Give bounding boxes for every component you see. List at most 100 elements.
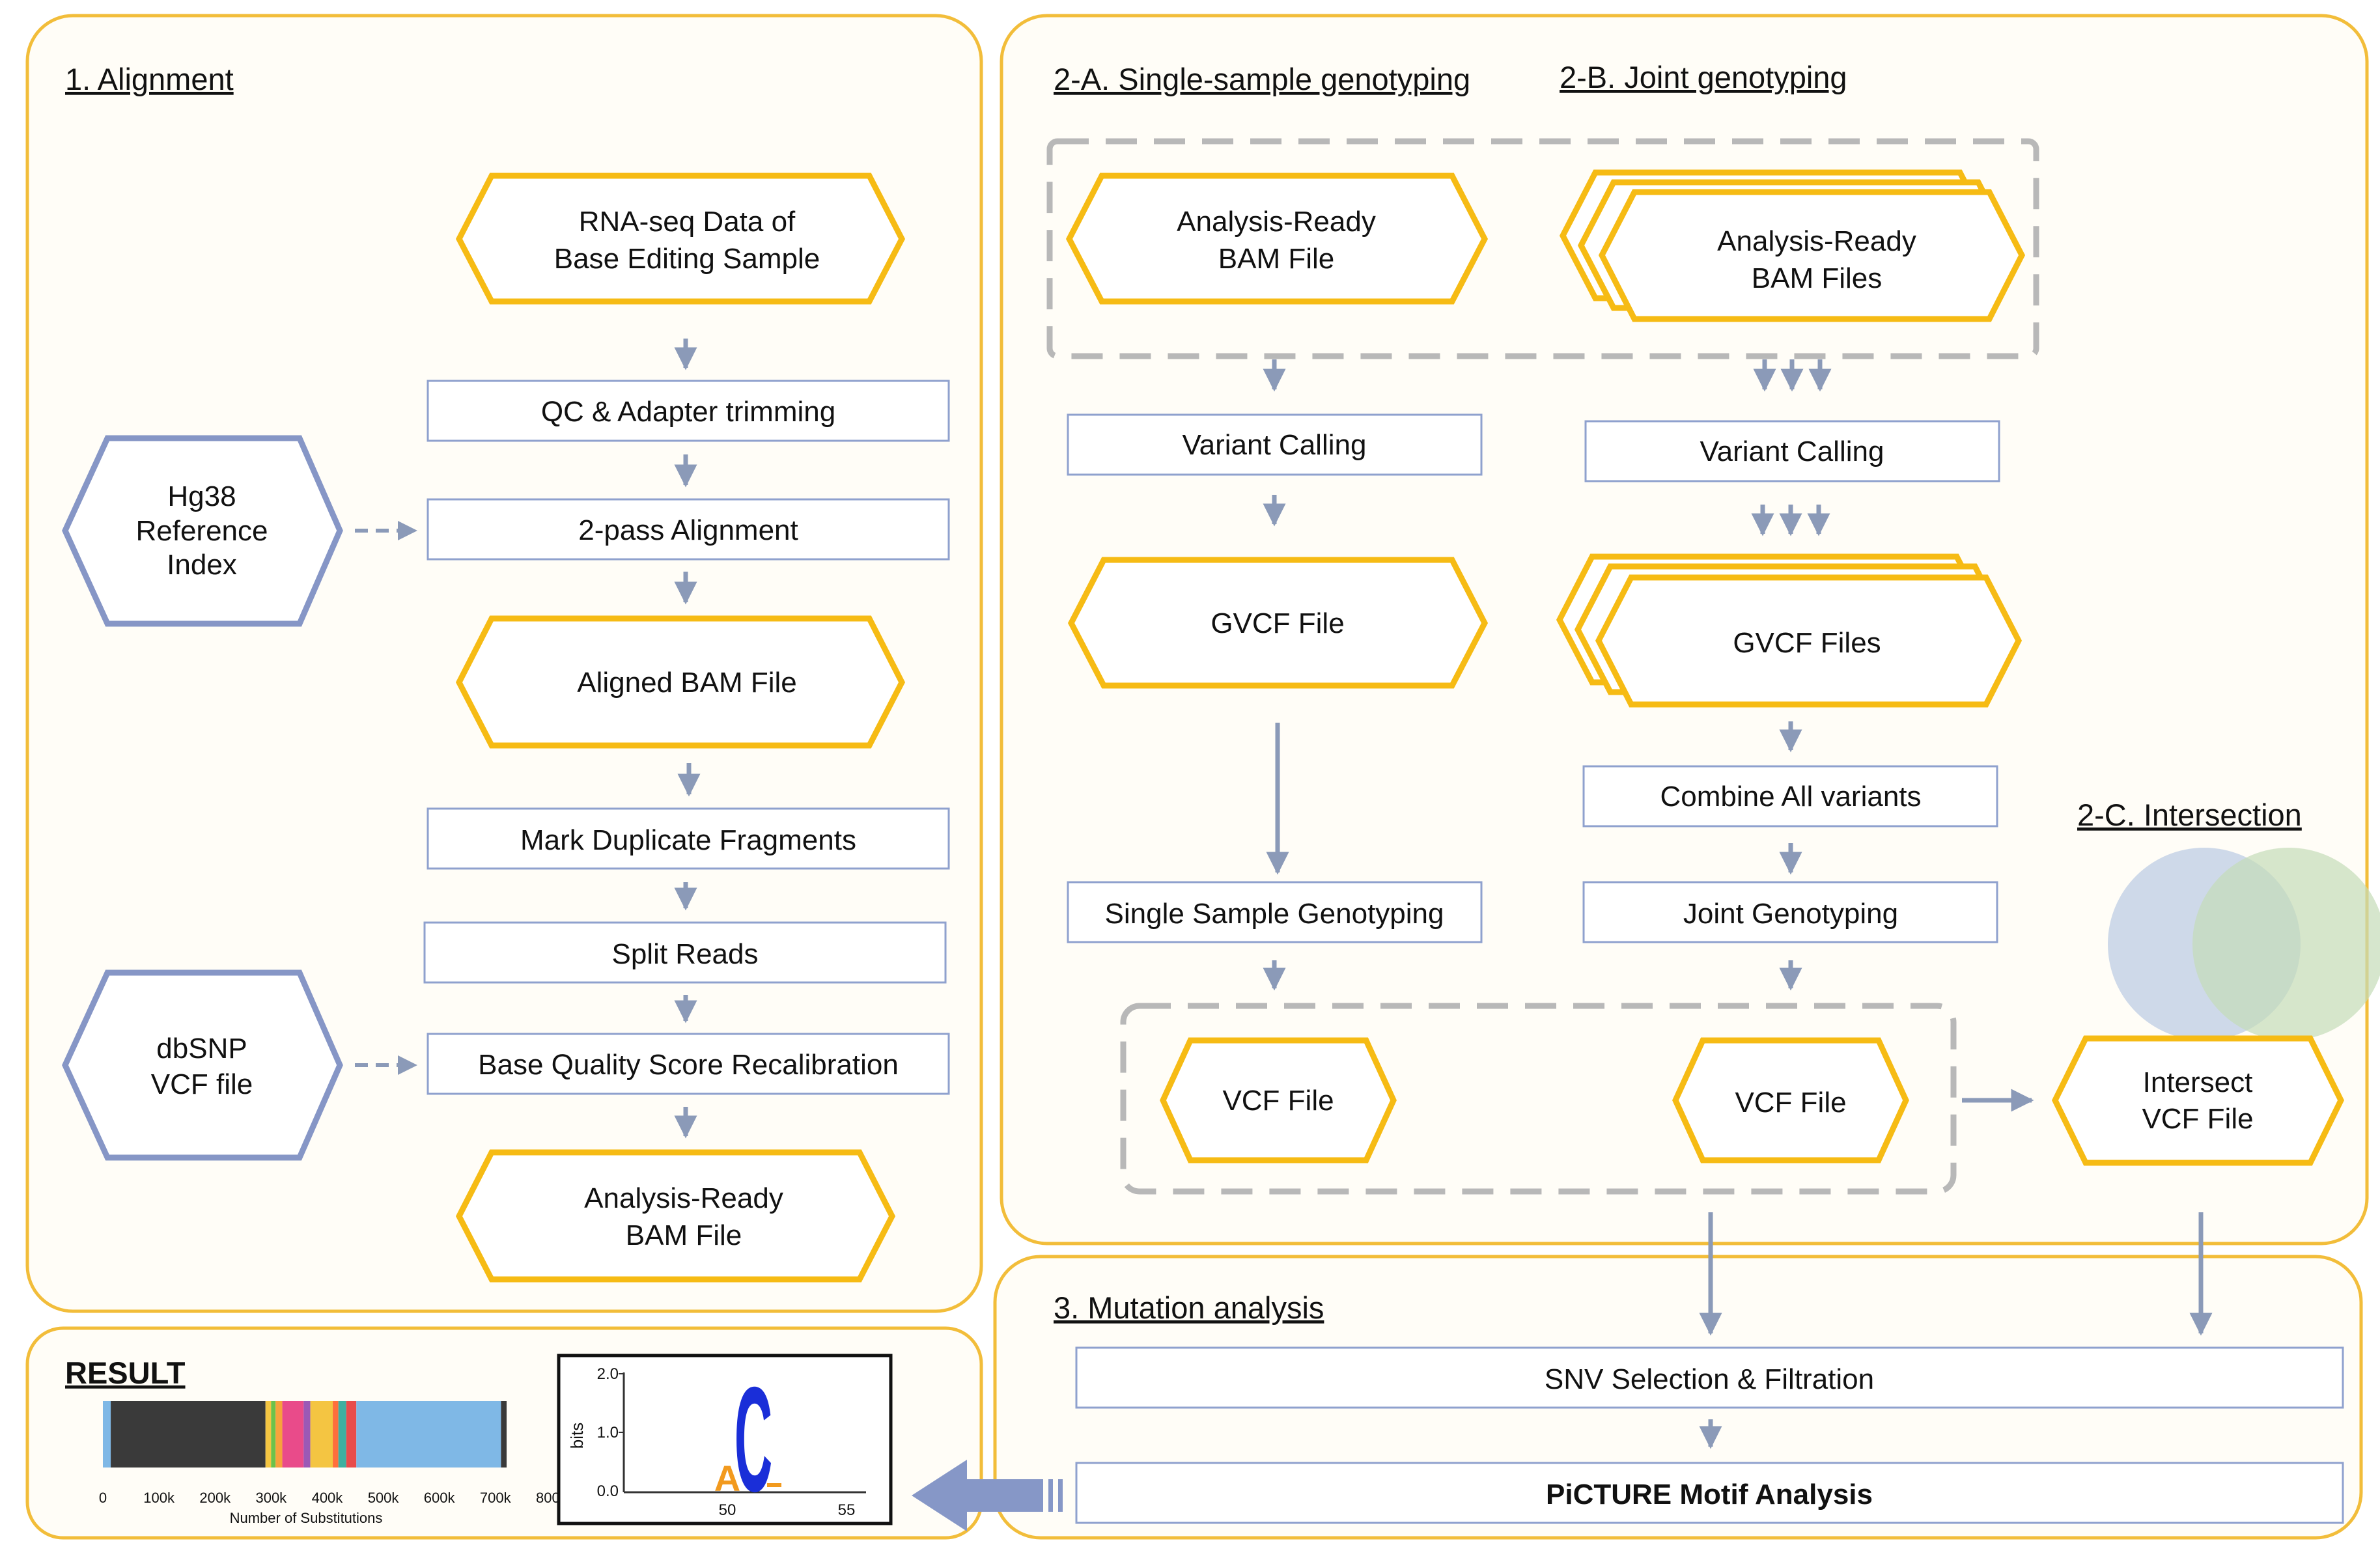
section-title-result: RESULT — [65, 1356, 186, 1390]
two-pass-alignment-box — [427, 498, 950, 561]
substitution-stacked-bar: 0100k200k300k400k500k600k700k800k900k — [99, 1401, 624, 1506]
section-title-mutation: 3. Mutation analysis — [1054, 1290, 1324, 1325]
result-arrow — [912, 1460, 1063, 1531]
motif-logo-frame — [557, 1354, 893, 1525]
vcf-output-group — [1120, 1003, 1957, 1195]
single-vcf-label: VCF File — [1222, 1085, 1334, 1117]
bar-segment-10 — [338, 1401, 346, 1468]
section-title-alignment: 1. Alignment — [65, 62, 234, 96]
two-pass-alignment-label: 2-pass Alignment — [578, 514, 798, 546]
bar-segment-6 — [282, 1401, 304, 1468]
rnaseq-data-hexagon — [455, 173, 906, 305]
hg38-label-1: Hg38 — [167, 480, 236, 512]
dbsnp-label-1: dbSNP — [156, 1033, 247, 1064]
bar-segment-11 — [346, 1401, 357, 1468]
single-gvcf-hexagon — [1067, 557, 1489, 689]
venn-circle-right — [2192, 848, 2380, 1040]
motif-y-tick-2: 2.0 — [597, 1365, 619, 1383]
single-genotyping-label: Single Sample Genotyping — [1105, 898, 1444, 930]
bar-tick-600k: 600k — [424, 1490, 456, 1506]
joint-variant-calling-label: Variant Calling — [1700, 436, 1884, 467]
bar-segment-8 — [310, 1401, 333, 1468]
analysis-ready-bam-hexagon — [455, 1149, 896, 1283]
intersect-vcf-hexagon — [2051, 1035, 2345, 1166]
bqsr-label: Base Quality Score Recalibration — [478, 1049, 899, 1081]
motif-y-tick-0: 0.0 — [597, 1482, 619, 1500]
intersect-vcf-label-2: VCF File — [2142, 1103, 2253, 1135]
bar-segment-9 — [333, 1401, 339, 1468]
dbsnp-label-2: VCF file — [151, 1068, 253, 1100]
qc-trimming-box — [427, 380, 950, 442]
motif-letter-a: A — [714, 1458, 740, 1499]
bar-segment-4 — [271, 1401, 276, 1468]
motif-y-tick-1: 1.0 — [597, 1424, 619, 1441]
aligned-bam-hexagon — [455, 615, 906, 749]
single-bam-label-2: BAM File — [1218, 243, 1334, 275]
bar-segment-13 — [501, 1401, 507, 1468]
rnaseq-data-label-2: Base Editing Sample — [554, 243, 820, 275]
joint-genotyping-label: Joint Genotyping — [1683, 898, 1898, 930]
bar-segment-7 — [303, 1401, 311, 1468]
bar-segment-12 — [356, 1401, 501, 1468]
combine-variants-label: Combine All variants — [1660, 781, 1921, 813]
motif-small-mark — [767, 1483, 781, 1487]
mark-duplicate-label: Mark Duplicate Fragments — [520, 824, 856, 856]
analysis-ready-label-2: BAM File — [626, 1219, 742, 1251]
single-genotyping-box — [1067, 881, 1483, 943]
bar-segment-5 — [275, 1401, 283, 1468]
bar-segment-2 — [111, 1401, 266, 1468]
single-bam-hexagon — [1065, 173, 1489, 305]
motif-y-label: bits — [567, 1423, 587, 1449]
bqsr-box — [427, 1033, 950, 1095]
picture-motif-label: PiCTURE Motif Analysis — [1546, 1479, 1873, 1510]
bar-x-axis-label: Number of Substitutions — [230, 1510, 383, 1526]
motif-x-tick-55: 55 — [838, 1501, 856, 1519]
motif-letter-c: C — [735, 1356, 772, 1523]
combine-variants-box — [1582, 765, 1998, 828]
bar-segment-3 — [265, 1401, 272, 1468]
input-bam-group — [1046, 138, 2039, 359]
joint-gvcf-label: GVCF Files — [1733, 627, 1881, 659]
single-gvcf-label: GVCF File — [1211, 607, 1344, 639]
joint-bam-label-2: BAM Files — [1752, 262, 1882, 294]
analysis-ready-label-1: Analysis-Ready — [584, 1182, 783, 1214]
bar-tick-200k: 200k — [199, 1490, 231, 1506]
dbsnp-vcf-hexagon — [62, 969, 343, 1161]
bar-tick-300k: 300k — [255, 1490, 287, 1506]
motif-x-tick-50: 50 — [719, 1501, 736, 1519]
rnaseq-data-label-1: RNA-seq Data of — [579, 206, 796, 238]
hg38-reference-hexagon — [62, 435, 343, 627]
bar-tick-500k: 500k — [368, 1490, 400, 1506]
joint-bam-label-1: Analysis-Ready — [1717, 225, 1916, 257]
section-title-joint: 2-B. Joint genotyping — [1560, 60, 1847, 94]
snv-selection-box — [1075, 1346, 2344, 1409]
bar-tick-700k: 700k — [480, 1490, 512, 1506]
section-title-single: 2-A. Single-sample genotyping — [1054, 62, 1470, 96]
single-variant-calling-box — [1067, 413, 1483, 476]
hg38-label-3: Index — [167, 549, 237, 581]
aligned-bam-label: Aligned BAM File — [577, 667, 796, 699]
split-reads-box — [423, 921, 947, 984]
bar-segment-1 — [103, 1401, 111, 1468]
joint-vcf-label: VCF File — [1735, 1087, 1846, 1119]
qc-trimming-label: QC & Adapter trimming — [541, 396, 835, 428]
joint-gvcf-hexagon — [1595, 574, 2023, 708]
bar-tick-400k: 400k — [312, 1490, 344, 1506]
joint-bam-hexagon — [1598, 189, 2026, 322]
section-title-intersection: 2-C. Intersection — [2077, 798, 2302, 832]
joint-genotyping-box — [1582, 881, 1998, 943]
mark-duplicate-box — [427, 807, 950, 870]
bar-tick-100k: 100k — [143, 1490, 175, 1506]
intersect-vcf-label-1: Intersect — [2143, 1066, 2253, 1098]
hg38-label-2: Reference — [135, 515, 268, 547]
single-bam-label-1: Analysis-Ready — [1177, 206, 1376, 238]
split-reads-label: Split Reads — [611, 938, 758, 970]
single-vcf-hexagon — [1160, 1037, 1397, 1163]
single-variant-calling-label: Variant Calling — [1183, 429, 1367, 461]
joint-vcf-hexagon — [1672, 1037, 1909, 1163]
picture-motif-box — [1075, 1462, 2344, 1524]
snv-selection-label: SNV Selection & Filtration — [1545, 1363, 1874, 1395]
joint-variant-calling-box — [1584, 420, 2000, 482]
bar-tick-0: 0 — [99, 1490, 107, 1506]
